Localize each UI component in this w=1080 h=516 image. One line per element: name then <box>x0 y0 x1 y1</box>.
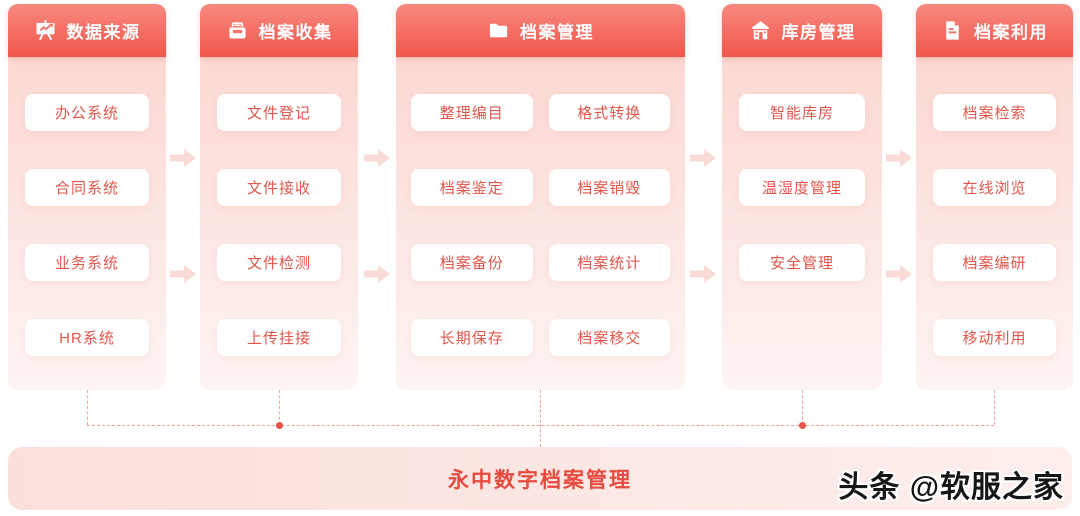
flow-arrow-icon <box>884 147 914 169</box>
column-title: 档案利用 <box>974 23 1048 42</box>
column-body-data-sources: 办公系统 合同系统 业务系统 HR系统 <box>8 57 166 390</box>
item-card: 档案检索 <box>933 94 1056 131</box>
connector-line <box>994 390 995 425</box>
connector-line <box>279 390 280 425</box>
inbox-icon <box>226 19 249 42</box>
item-card: 档案移交 <box>548 319 670 356</box>
item-card: 合同系统 <box>25 169 149 206</box>
item-card: 智能库房 <box>739 94 865 131</box>
item-card: 格式转换 <box>548 94 670 131</box>
item-card: 文件检测 <box>217 244 341 281</box>
item-card: 办公系统 <box>25 94 149 131</box>
column-header-data-sources: 数据来源 <box>8 4 166 57</box>
item-card: HR系统 <box>25 319 149 356</box>
flow-arrow-icon <box>688 263 718 285</box>
column-title: 库房管理 <box>781 23 856 42</box>
column-body-utilization: 档案检索 在线浏览 档案编研 移动利用 <box>916 57 1073 390</box>
item-card: 移动利用 <box>933 319 1056 356</box>
item-card: 上传挂接 <box>217 319 341 356</box>
item-card: 温湿度管理 <box>739 169 865 206</box>
column-header-management: 档案管理 <box>396 4 685 57</box>
connector-line <box>87 425 994 426</box>
flow-arrow-icon <box>884 263 914 285</box>
warehouse-icon <box>749 19 772 42</box>
column-body-management: 整理编目 格式转换 档案鉴定 档案销毁 档案备份 档案统计 长期保存 档案移交 <box>396 57 685 390</box>
flow-arrow-icon <box>168 263 198 285</box>
item-card: 档案鉴定 <box>411 169 533 206</box>
item-card: 档案编研 <box>933 244 1056 281</box>
flow-arrow-icon <box>168 147 198 169</box>
watermark: 头条 @软服之家 <box>838 471 1064 504</box>
connector-line <box>802 390 803 425</box>
column-utilization: 档案利用 档案检索 在线浏览 档案编研 移动利用 <box>916 4 1073 390</box>
item-card: 文件接收 <box>217 169 341 206</box>
item-card: 在线浏览 <box>933 169 1056 206</box>
column-warehouse: 库房管理 智能库房 温湿度管理 安全管理 <box>722 4 882 390</box>
column-title: 数据来源 <box>66 23 141 42</box>
item-card: 档案统计 <box>548 244 670 281</box>
column-body-warehouse: 智能库房 温湿度管理 安全管理 <box>722 57 882 390</box>
column-title: 档案管理 <box>520 23 594 42</box>
item-card: 长期保存 <box>411 319 533 356</box>
column-header-utilization: 档案利用 <box>916 4 1073 57</box>
column-header-warehouse: 库房管理 <box>722 4 882 57</box>
column-management: 档案管理 整理编目 格式转换 档案鉴定 档案销毁 档案备份 档案统计 长期保存 … <box>396 4 685 390</box>
column-data-sources: 数据来源 办公系统 合同系统 业务系统 HR系统 <box>8 4 166 390</box>
folder-icon <box>487 19 510 42</box>
item-card: 档案销毁 <box>548 169 670 206</box>
footer-title: 永中数字档案管理 <box>448 468 632 492</box>
footer-banner: 永中数字档案管理 <box>8 447 1072 510</box>
flow-arrow-icon <box>688 147 718 169</box>
item-card: 档案备份 <box>411 244 533 281</box>
column-header-collection: 档案收集 <box>200 4 358 57</box>
chart-board-icon <box>34 19 57 42</box>
column-body-collection: 文件登记 文件接收 文件检测 上传挂接 <box>200 57 358 390</box>
connector-line <box>87 390 88 425</box>
item-card: 安全管理 <box>739 244 865 281</box>
connector-line <box>540 390 541 447</box>
item-card: 整理编目 <box>411 94 533 131</box>
column-collection: 档案收集 文件登记 文件接收 文件检测 上传挂接 <box>200 4 358 390</box>
connector-dot <box>275 421 283 429</box>
document-icon <box>941 19 964 42</box>
connector-dot <box>798 421 806 429</box>
flow-arrow-icon <box>362 147 392 169</box>
item-card: 业务系统 <box>25 244 149 281</box>
flow-arrow-icon <box>362 263 392 285</box>
column-title: 档案收集 <box>258 23 333 42</box>
item-card: 文件登记 <box>217 94 341 131</box>
